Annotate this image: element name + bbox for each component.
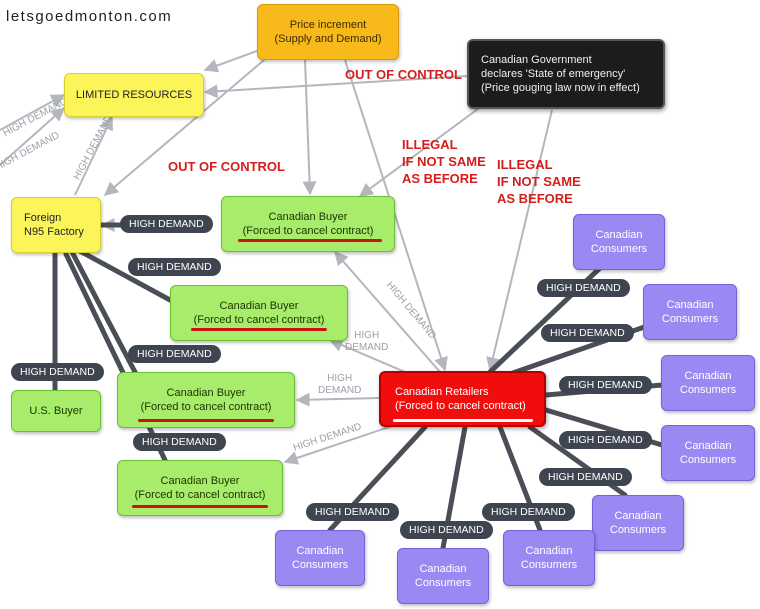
arrow-connector	[486, 109, 553, 372]
node-limited-resources[interactable]: LIMITED RESOURCES	[64, 73, 204, 117]
node-canadian-buyer-2[interactable]: Canadian Buyer(Forced to cancel contract…	[170, 285, 348, 341]
high-demand-pill: HIGH DEMAND	[537, 279, 630, 297]
arrow-connector	[74, 115, 113, 196]
high-demand-pill: HIGH DEMAND	[559, 431, 652, 449]
arrow-connector	[344, 59, 448, 372]
high-demand-pill: HIGH DEMAND	[306, 503, 399, 521]
background-patch	[575, 140, 675, 195]
underline-mark	[393, 419, 533, 422]
high-demand-pill: HIGH DEMAND	[482, 503, 575, 521]
node-canadian-buyer-4[interactable]: Canadian Buyer(Forced to cancel contract…	[117, 460, 283, 516]
arrow-connector	[103, 54, 271, 196]
high-demand-pill: HIGH DEMAND	[120, 215, 213, 233]
arrow-connector	[328, 338, 406, 373]
underline-mark	[132, 505, 268, 508]
high-demand-pill: HIGH DEMAND	[541, 324, 634, 342]
high-demand-pill: HIGH DEMAND	[559, 376, 652, 394]
warning-illegal: ILLEGAL IF NOT SAME AS BEFORE	[402, 137, 486, 186]
node-us-buyer[interactable]: U.S. Buyer	[11, 390, 101, 432]
arrow-connector	[283, 424, 396, 465]
arrow-connector	[302, 59, 317, 196]
arrow-connector	[358, 99, 491, 197]
warning-out-of-control: OUT OF CONTROL	[345, 67, 462, 82]
high-demand-pill: HIGH DEMAND	[133, 433, 226, 451]
arrow-connector	[0, 107, 66, 166]
high-demand-pill: HIGH DEMAND	[128, 345, 221, 363]
warning-illegal: ILLEGAL IF NOT SAME AS BEFORE	[497, 157, 581, 206]
underline-mark	[138, 419, 274, 422]
node-canadian-buyer-3[interactable]: Canadian Buyer(Forced to cancel contract…	[117, 372, 295, 428]
high-demand-pill: HIGH DEMAND	[11, 363, 104, 381]
arrow-connector	[295, 392, 381, 407]
arrow-connector	[334, 250, 441, 373]
high-demand-pill: HIGH DEMAND	[539, 468, 632, 486]
demand-connector	[69, 249, 138, 375]
high-demand-pill: HIGH DEMAND	[128, 258, 221, 276]
demand-connector	[75, 247, 173, 303]
node-canadian-buyer-1[interactable]: Canadian Buyer(Forced to cancel contract…	[221, 196, 395, 252]
arrow-connector	[0, 94, 66, 131]
arrow-connector	[203, 75, 469, 99]
node-canadian-retailers[interactable]: Canadian Retailers(Forced to cancel cont…	[379, 371, 546, 427]
underline-mark	[191, 328, 327, 331]
watermark: letsgoedmonton.com	[6, 8, 173, 25]
high-demand-pill: HIGH DEMAND	[400, 521, 493, 539]
warning-out-of-control: OUT OF CONTROL	[168, 159, 285, 174]
arrow-connector	[203, 47, 266, 73]
underline-mark	[238, 239, 382, 242]
node-price-increment[interactable]: Price increment(Supply and Demand)	[257, 4, 399, 60]
